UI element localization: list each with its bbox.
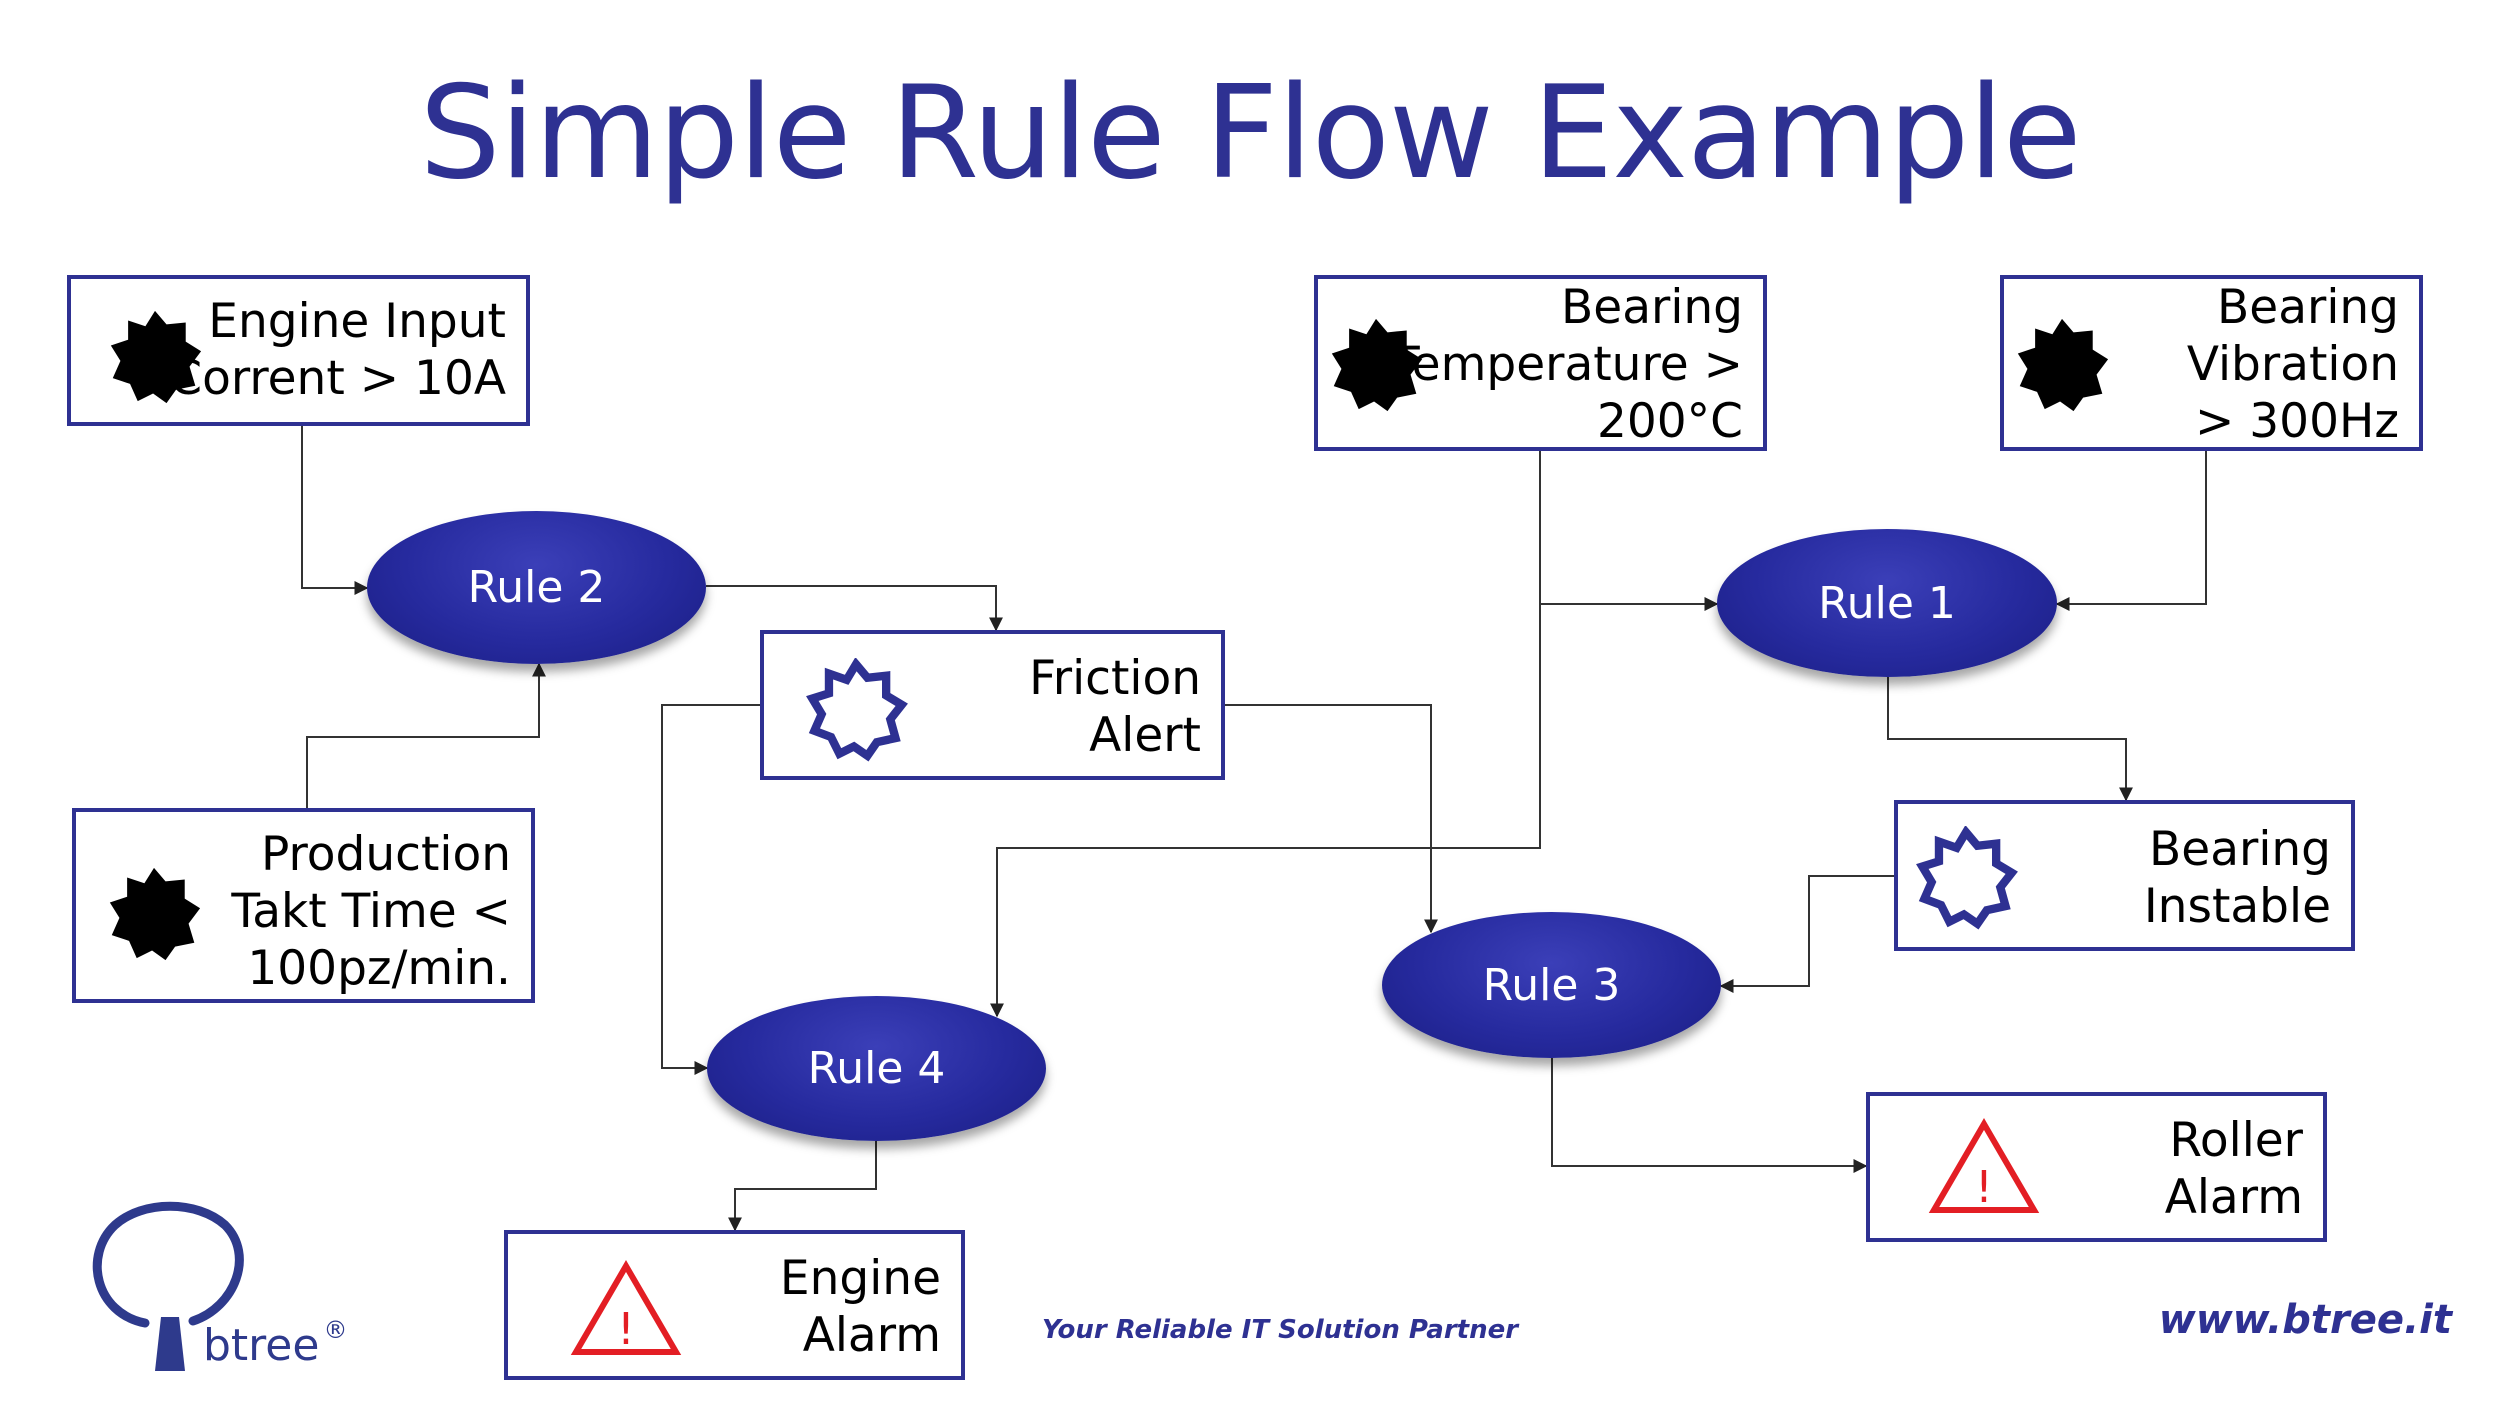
edge-rule2-friction — [706, 585, 1003, 632]
engine-alarm-line1: Engine — [779, 1251, 941, 1306]
bearing-instable-line2: Instable — [2143, 879, 2331, 934]
edge-instable-rule3 — [1719, 875, 1894, 993]
bearing-vibration-node: Bearing Vibration > 300Hz — [2000, 275, 2423, 451]
engine-input-line2: Corrent > 10A — [169, 351, 506, 406]
svg-text:!: ! — [1975, 1162, 1993, 1213]
edge-rule1-instable — [1887, 677, 2133, 802]
rule4-label: Rule 4 — [807, 1043, 946, 1094]
rule1-label: Rule 1 — [1818, 577, 1956, 629]
bearing-vibration-line3: > 300Hz — [2194, 394, 2399, 449]
outline-seal-icon — [1916, 826, 2018, 930]
bearing-instable-line1: Bearing — [2149, 822, 2331, 877]
black-seal-icon — [2017, 318, 2109, 412]
engine-alarm-line2: Alarm — [802, 1308, 941, 1363]
edge-rule4-engine-alarm — [728, 1141, 877, 1232]
roller-alarm-line1: Roller — [2169, 1113, 2303, 1168]
edge-rule3-roller-alarm — [1551, 1058, 1868, 1173]
friction-alert-line1: Friction — [1029, 651, 1201, 706]
edge-friction-rule4 — [661, 704, 760, 1075]
svg-text:!: ! — [617, 1304, 635, 1355]
bearing-temperature-node: Bearing Temperature > 200°C — [1314, 275, 1767, 451]
engine-input-node: Engine Input Corrent > 10A — [67, 275, 530, 426]
rule3-node: Rule 3 — [1382, 912, 1721, 1058]
black-seal-icon — [109, 867, 201, 961]
rule2-label: Rule 2 — [467, 562, 606, 613]
edge-engine-input-rule2 — [301, 426, 369, 595]
rule1-node: Rule 1 — [1717, 529, 2057, 677]
edge-friction-rule3 — [1225, 704, 1438, 934]
production-takt-line2: Takt Time < — [231, 884, 511, 939]
roller-alarm-node: ! Roller Alarm — [1866, 1092, 2327, 1242]
warning-triangle-icon: ! — [1928, 1118, 2040, 1213]
bearing-temperature-line1: Bearing — [1561, 280, 1743, 335]
rule3-label: Rule 3 — [1482, 959, 1621, 1011]
edge-temperature-rule1 — [1539, 451, 1719, 611]
production-takt-node: Production Takt Time < 100pz/min. — [72, 808, 535, 1003]
rule2-node: Rule 2 — [367, 511, 706, 664]
edge-temperature-rule4 — [990, 451, 1541, 1018]
rule4-node: Rule 4 — [707, 996, 1046, 1141]
engine-input-line1: Engine Input — [208, 294, 506, 349]
bearing-vibration-line2: Vibration — [2186, 337, 2399, 392]
black-seal-icon — [110, 310, 202, 404]
btree-logo-icon — [92, 1201, 244, 1371]
brand-text: btree — [203, 1320, 320, 1371]
registered-mark: ® — [323, 1316, 348, 1344]
black-seal-icon — [1331, 318, 1423, 412]
outline-seal-icon — [806, 658, 908, 762]
production-takt-line3: 100pz/min. — [247, 941, 511, 996]
brand-name: btree® — [203, 1316, 347, 1371]
friction-alert-node: Friction Alert — [760, 630, 1225, 780]
friction-alert-line2: Alert — [1089, 708, 1201, 763]
edge-production-rule2 — [306, 662, 546, 808]
bearing-instable-node: Bearing Instable — [1894, 800, 2355, 951]
engine-alarm-node: ! Engine Alarm — [504, 1230, 965, 1380]
bearing-temperature-line2: Temperature > — [1390, 337, 1743, 392]
page-title: Simple Rule Flow Example — [419, 59, 2081, 208]
bearing-temperature-line3: 200°C — [1596, 394, 1743, 449]
edge-vibration-rule1 — [2055, 451, 2207, 611]
warning-triangle-icon: ! — [570, 1260, 682, 1355]
bearing-vibration-line1: Bearing — [2217, 280, 2399, 335]
website-link[interactable]: www.btree.it — [2158, 1297, 2452, 1343]
production-takt-line1: Production — [260, 827, 511, 882]
tagline: Your Reliable IT Solution Partner — [1042, 1315, 1519, 1345]
roller-alarm-line2: Alarm — [2164, 1170, 2303, 1225]
